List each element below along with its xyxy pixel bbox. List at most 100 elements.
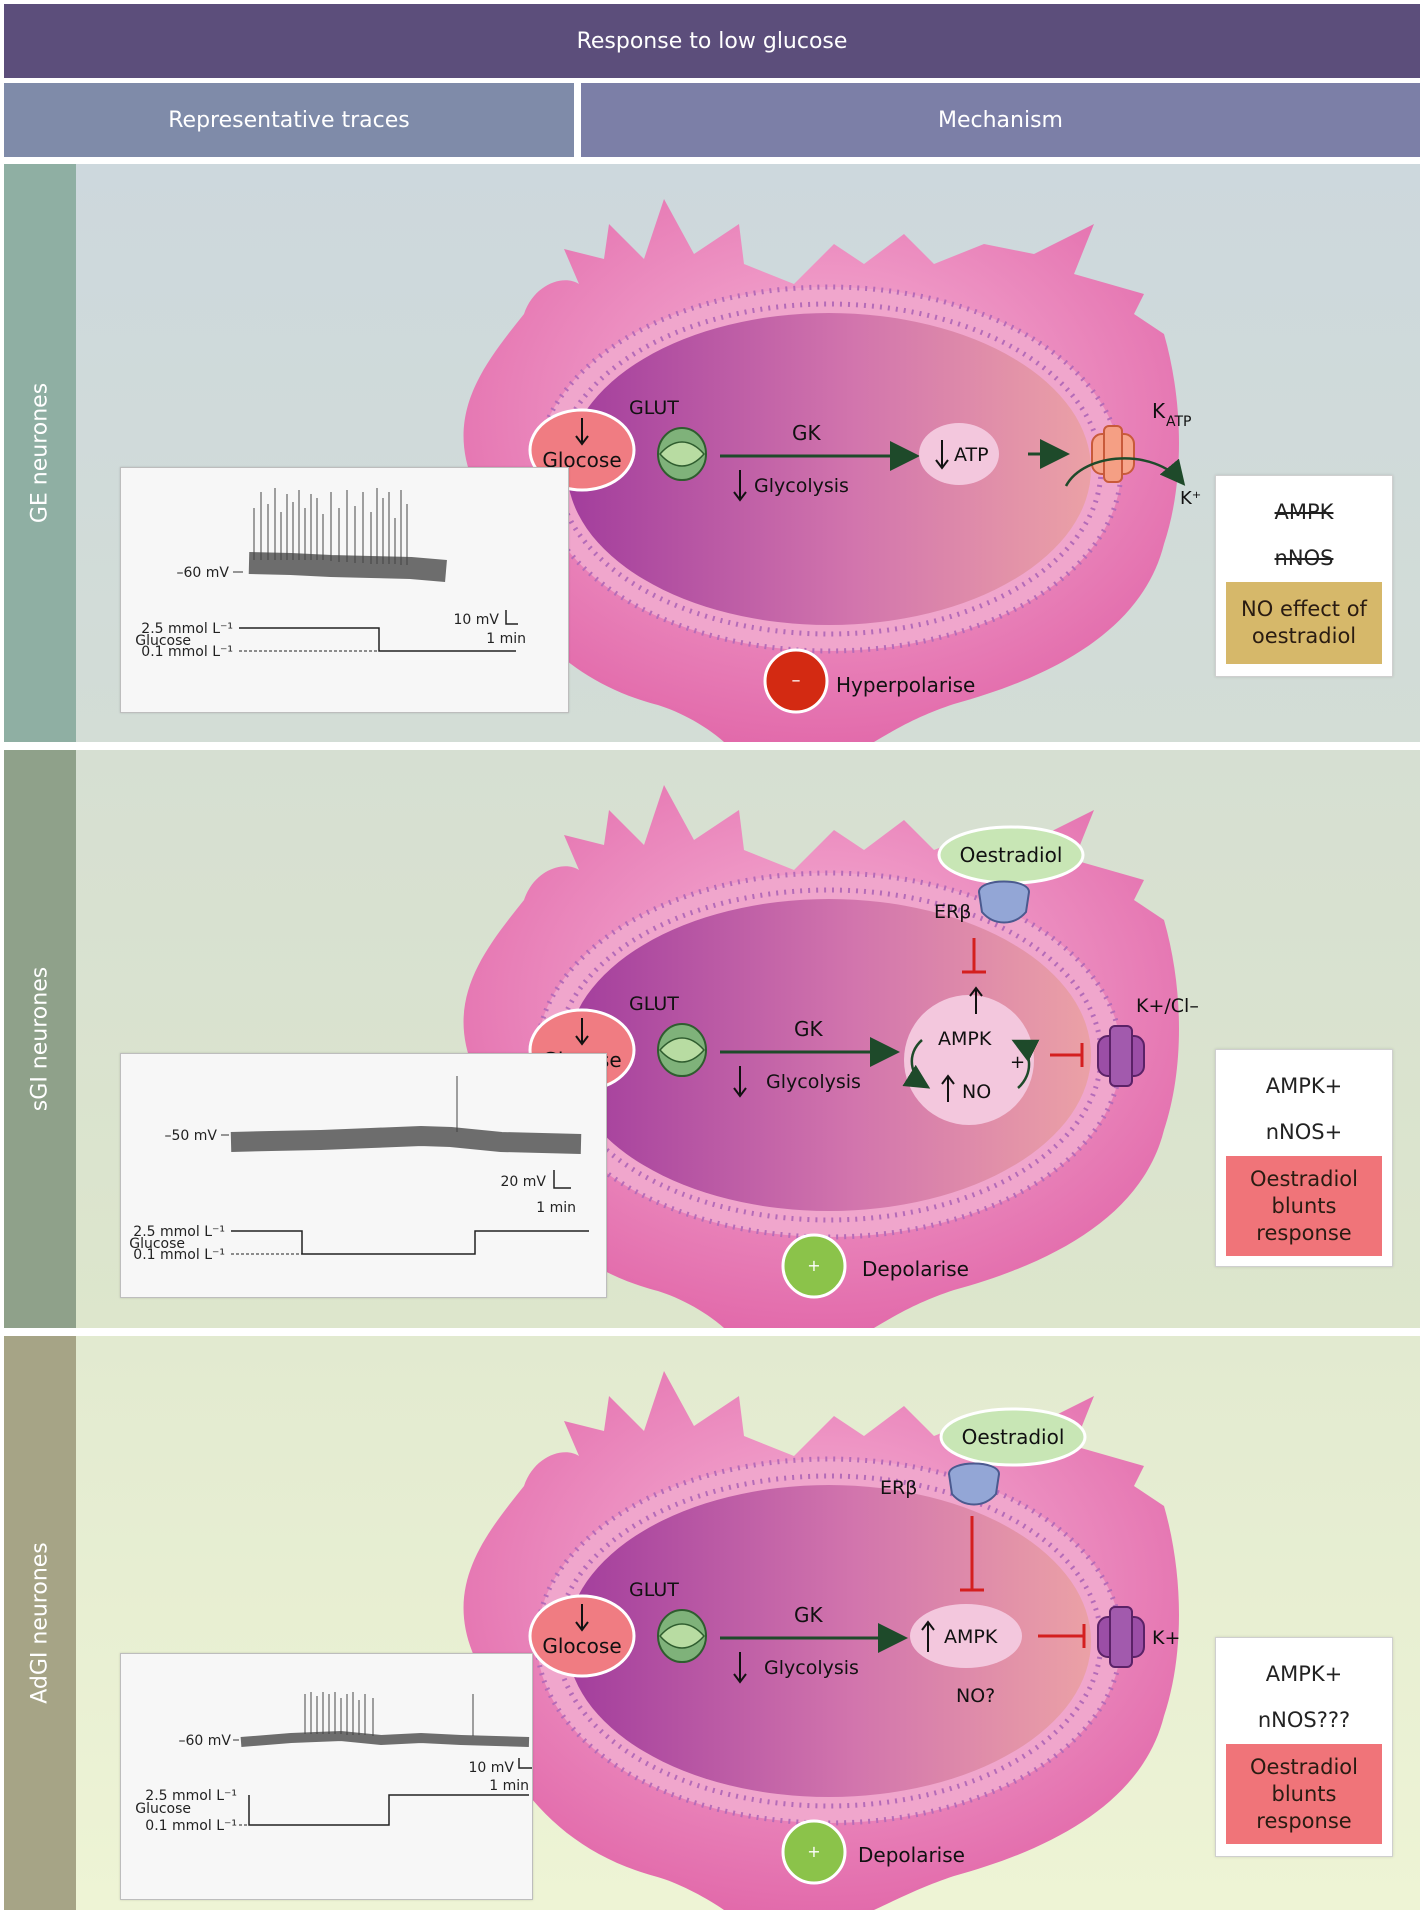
sgi-row-label-bar: sGI neurones [4,750,76,1328]
adgi-ampk-up-arrow-icon [921,1620,935,1652]
adgi-summary-nnos: nNOS??? [1257,1708,1351,1732]
adgi-er-beta-receptor-icon [947,1462,1001,1506]
ge-minus-symbol: – [792,670,801,691]
sgi-er-beta-label: ERβ [934,901,971,923]
sgi-ampk-label: AMPK [938,1028,992,1050]
sgi-effect-label: Depolarise [862,1257,969,1281]
sgi-ampk-up-arrow-icon [969,986,983,1014]
sgi-ampk-to-no-arrow [902,1039,931,1089]
ge-atp-label: ATP [954,444,989,466]
ge-glut-transporter-icon [657,427,707,481]
ge-high-glucose-label: 2.5 mmol L⁻¹ [141,621,233,637]
ge-spikes [253,488,408,565]
ge-row-label-bar: GE neurones [4,164,76,742]
ge-summary-box: AMPK nNOS NO effect of oestradiol [1215,475,1393,677]
ge-glut-label: GLUT [629,397,679,419]
ge-glycolysis-down-arrow-icon [733,470,747,502]
ge-summary-nnos: nNOS [1274,546,1334,570]
adgi-neuron-cell [463,1371,1179,1910]
adgi-glucose-axis-label: Glucose [135,1801,191,1817]
sgi-plus-icon [781,1233,847,1299]
sgi-glut-label: GLUT [629,993,679,1015]
ge-mechanism-diagram: Glocose GLUT GK Glycolysis ATP K AT [463,199,1201,742]
adgi-glucose-node: Glocose [528,1594,636,1678]
sgi-oestradiol-label: Oestradiol [960,843,1063,867]
sgi-summary-box: AMPK+ nNOS+ Oestradiol blunts response [1215,1049,1393,1267]
sgi-glut-transporter-icon [657,1023,707,1077]
adgi-gk-label: GK [794,1603,823,1627]
adgi-scale-time: 1 min [489,1778,529,1794]
adgi-scale-bar [518,1758,532,1769]
adgi-summary-box: AMPK+ nNOS??? Oestradiol blunts response [1215,1637,1393,1857]
sgi-gk-label: GK [794,1017,823,1041]
ge-voltage-label: –60 mV [177,565,230,581]
adgi-scale-voltage: 10 mV [469,1760,515,1776]
sgi-summary-note: Oestradiol blunts response [1226,1156,1382,1256]
adgi-ampk-label: AMPK [944,1626,998,1648]
adgi-neurones-row: AdGI neurones Oestradiol ERβ [4,1336,1420,1910]
adgi-membrane-trace [240,1730,530,1747]
adgi-row-label-bar: AdGI neurones [4,1336,76,1910]
ge-katp-subscript: ATP [1166,414,1191,430]
sgi-summary-ampk: AMPK+ [1265,1074,1343,1098]
sgi-membrane-trace [230,1125,582,1154]
adgi-trace-panel: –60 mV 2.5 mmol L⁻¹ Glucose 0.1 mmol L⁻¹… [120,1653,533,1900]
adgi-glut-label: GLUT [629,1579,679,1601]
adgi-voltage-label: –60 mV [179,1733,232,1749]
adgi-glycolysis-down-arrow-icon [733,1652,747,1684]
ge-scale-bar [505,610,518,625]
adgi-effect-label: Depolarise [858,1843,965,1867]
adgi-no-label: NO? [956,1685,995,1707]
adgi-high-glucose-label: 2.5 mmol L⁻¹ [145,1788,237,1804]
adgi-summary-ampk: AMPK+ [1265,1662,1343,1686]
sgi-trace-plot: –50 mV 2.5 mmol L⁻¹ Glucose 0.1 mmol L⁻¹… [129,1076,589,1263]
ge-summary-note: NO effect of oestradiol [1226,582,1382,664]
sgi-plus-symbol: + [807,1256,820,1275]
sgi-low-glucose-label: 0.1 mmol L⁻¹ [133,1247,225,1263]
adgi-trace-plot: –60 mV 2.5 mmol L⁻¹ Glucose 0.1 mmol L⁻¹… [135,1692,532,1834]
figure-title: Response to low glucose [4,4,1420,78]
adgi-spikes [304,1692,474,1736]
adgi-glut-transporter-icon [657,1609,707,1663]
ge-minus-icon [763,648,829,714]
sgi-er-beta-receptor-icon [977,880,1031,924]
sgi-k-cl-channel-icon [1097,1025,1145,1087]
ge-scale-time: 1 min [486,631,526,647]
ge-summary-ampk: AMPK [1274,500,1334,524]
ge-scale-voltage: 10 mV [454,612,500,628]
adgi-glucose-label: Glocose [542,1634,621,1658]
sgi-trace-panel: –50 mV 2.5 mmol L⁻¹ Glucose 0.1 mmol L⁻¹… [120,1053,607,1298]
sgi-no-up-arrow-icon [941,1074,955,1102]
adgi-channel-label: K+ [1152,1627,1180,1649]
adgi-summary-note: Oestradiol blunts response [1226,1744,1382,1844]
ge-effect-label: Hyperpolarise [836,673,975,697]
sgi-feedback-plus: + [1010,1052,1025,1073]
ge-trace-plot: –60 mV 2.5 mmol L⁻¹ Glucose 0.1 mmol L⁻¹… [135,488,526,660]
adgi-low-glucose-label: 0.1 mmol L⁻¹ [145,1818,237,1834]
sgi-summary-nnos: nNOS+ [1265,1120,1343,1144]
sgi-scale-time: 1 min [536,1200,576,1216]
sgi-glycolysis-down-arrow-icon [733,1066,747,1098]
sgi-scale-voltage: 20 mV [501,1174,547,1190]
sgi-voltage-label: –50 mV [165,1128,218,1144]
sgi-glucose-axis-label: Glucose [129,1236,185,1252]
ge-neurones-row: GE neurones Glocose [4,164,1420,742]
sgi-neurones-row: sGI neurones Oestradiol ERβ [4,750,1420,1328]
sgi-channel-label: K+/Cl– [1136,995,1199,1017]
ge-low-glucose-label: 0.1 mmol L⁻¹ [141,644,233,660]
sgi-cytoplasm [567,899,1091,1211]
adgi-oestradiol-label: Oestradiol [962,1425,1065,1449]
ge-glucose-axis-label: Glucose [135,633,191,649]
ge-trace-panel: –60 mV 2.5 mmol L⁻¹ Glucose 0.1 mmol L⁻¹… [120,467,569,713]
ge-katp-channel-icon [1091,425,1135,483]
sgi-glucose-step [231,1230,589,1255]
sgi-mechanism-diagram: Oestradiol ERβ Glocose GLUT GK Glycolysi… [463,785,1199,1328]
adgi-er-beta-label: ERβ [880,1477,917,1499]
adgi-plus-icon [781,1819,847,1885]
sgi-glycolysis-label: Glycolysis [766,1071,861,1093]
sgi-high-glucose-label: 2.5 mmol L⁻¹ [133,1224,225,1240]
adgi-ampk-node [910,1604,1022,1668]
sgi-ampk-no-node [904,995,1034,1125]
ge-katp-label: K [1152,399,1166,423]
ge-glycolysis-label: Glycolysis [754,475,849,497]
